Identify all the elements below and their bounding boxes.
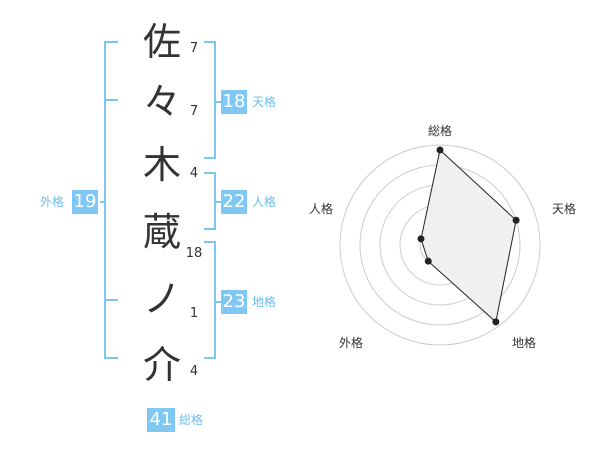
stroke-count-6: 4 (189, 364, 199, 379)
chikaku-value: 23 (221, 290, 247, 314)
tenkaku-label: 天格 (252, 95, 277, 109)
radar-point-1 (436, 146, 444, 154)
radar-grid-ring-5 (339, 144, 541, 346)
name-char-6: 介 (142, 343, 181, 387)
stroke-count-4: 18 (185, 246, 203, 261)
soukaku-label: 総格 (179, 413, 204, 427)
name-char-2: 々 (142, 80, 181, 124)
name-char-4: 蔵 (142, 210, 181, 254)
radar-point-3 (492, 318, 500, 326)
name-char-3: 木 (142, 143, 181, 187)
gaikaku-label: 外格 (40, 195, 65, 209)
tenkaku-value: 18 (221, 90, 247, 114)
stroke-count-2: 7 (189, 104, 199, 119)
radar-point-2 (512, 216, 520, 224)
jinkaku-value: 22 (221, 190, 247, 214)
radar-label-soukaku: 総格 (427, 124, 452, 138)
jinkaku-label: 人格 (252, 195, 277, 209)
name-char-5: ノ (142, 277, 181, 321)
soukaku-value: 41 (147, 408, 175, 432)
radar-point-4 (424, 257, 432, 265)
stroke-count-5: 1 (189, 306, 199, 321)
radar-label-chikaku: 地格 (511, 336, 536, 350)
stroke-count-1: 7 (189, 41, 199, 56)
radar-points (417, 146, 520, 326)
stroke-count-3: 4 (189, 166, 199, 181)
radar-chart (339, 144, 541, 346)
radar-label-gaikaku: 外格 (338, 336, 363, 350)
radar-point-5 (417, 235, 425, 243)
radar-area (421, 150, 517, 322)
gaikaku-value: 19 (72, 190, 98, 214)
radar-label-tenkaku: 天格 (551, 202, 576, 216)
chikaku-label: 地格 (252, 295, 277, 309)
radar-label-jinkaku: 人格 (308, 202, 333, 216)
radar-outline (420, 149, 517, 323)
name-char-1: 佐 (142, 20, 181, 64)
